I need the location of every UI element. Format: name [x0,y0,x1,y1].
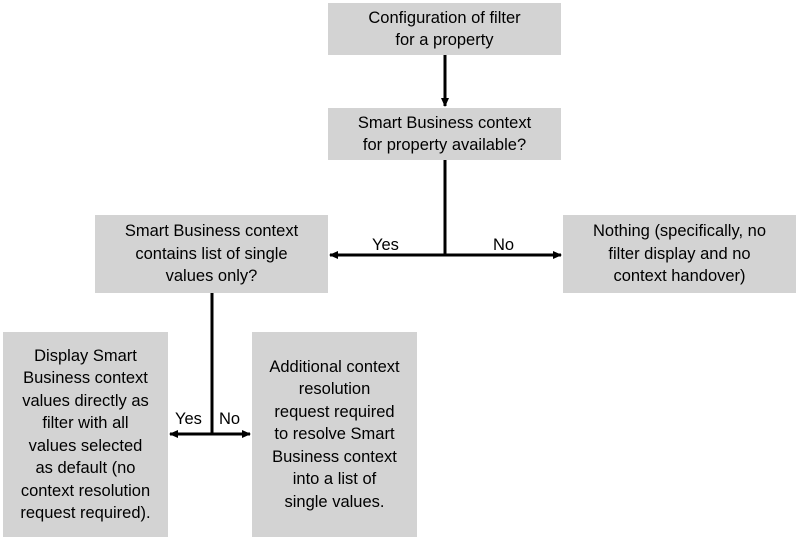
edge-label-bottom-no: No [219,410,241,428]
node-config-filter: Configuration of filter for a property [328,3,561,55]
node-display-values: Display Smart Business context values di… [3,332,168,537]
node-nothing-text: Nothing (specifically, no filter display… [592,222,767,286]
node-additional-request-text: Additional context resolution request re… [269,357,400,511]
node-single-values-text: Smart Business context contains list of … [124,222,299,286]
node-config-filter-text: Configuration of filter for a property [368,8,521,50]
node-nothing: Nothing (specifically, no filter display… [563,215,796,293]
node-context-available-text: Smart Business context for property avai… [357,113,532,155]
node-display-values-text: Display Smart Business context values di… [20,346,151,523]
node-single-values: Smart Business context contains list of … [95,215,328,293]
node-context-available: Smart Business context for property avai… [328,108,561,160]
edge-label-bottom-yes: Yes [175,410,202,428]
node-additional-request: Additional context resolution request re… [252,332,417,537]
edge-label-top-yes: Yes [372,236,399,254]
edge-label-top-no: No [493,236,515,254]
